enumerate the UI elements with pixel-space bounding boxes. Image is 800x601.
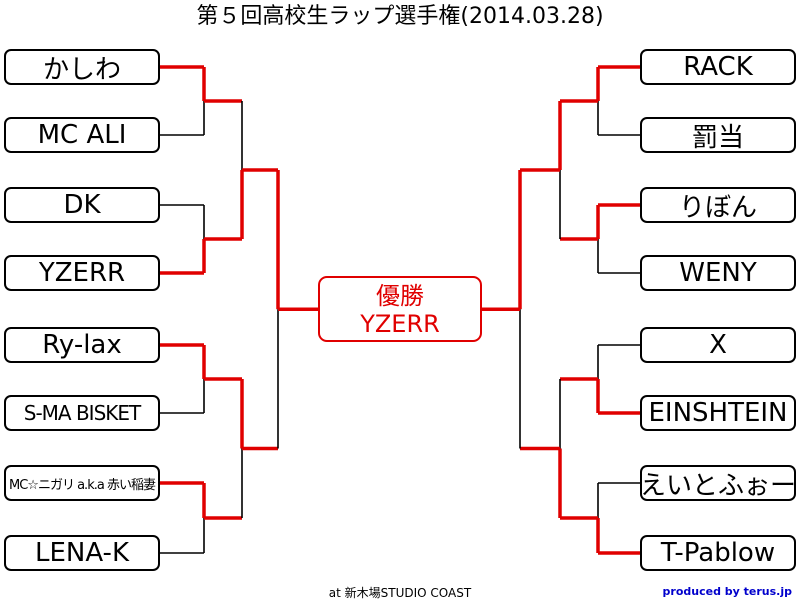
player-mc-ali: MC ALI [4, 117, 160, 153]
champion-name: YZERR [360, 310, 440, 338]
player-kashiwa: かしわ [4, 49, 160, 85]
player-dk: DK [4, 187, 160, 223]
credit-link[interactable]: produced by terus.jp [662, 585, 792, 598]
player-ry-lax: Ry-lax [4, 327, 160, 363]
player-batto: 罰当 [640, 117, 796, 153]
player-t-pablow: T-Pablow [640, 535, 796, 571]
player-lena-k: LENA-K [4, 535, 160, 571]
player-mc-nigari: MC☆ニガリ a.k.a 赤い稲妻 [4, 465, 160, 501]
player-weny: WENY [640, 255, 796, 291]
player-rack: RACK [640, 49, 796, 85]
page-title: 第５回高校生ラップ選手権(2014.03.28) [196, 4, 604, 29]
player-x: X [640, 327, 796, 363]
player-yzerr: YZERR [4, 255, 160, 291]
player-s-ma-bisket: S-MA BISKET [4, 395, 160, 431]
player-eight-four: えいとふぉー [640, 465, 796, 501]
player-einshtein: EINSHTEIN [640, 395, 796, 431]
champion-label: 優勝 [376, 282, 424, 310]
champion-box: 優勝 YZERR [318, 276, 482, 342]
venue-caption: at 新木場STUDIO COAST [328, 586, 472, 600]
player-ribon: りぼん [640, 187, 796, 223]
